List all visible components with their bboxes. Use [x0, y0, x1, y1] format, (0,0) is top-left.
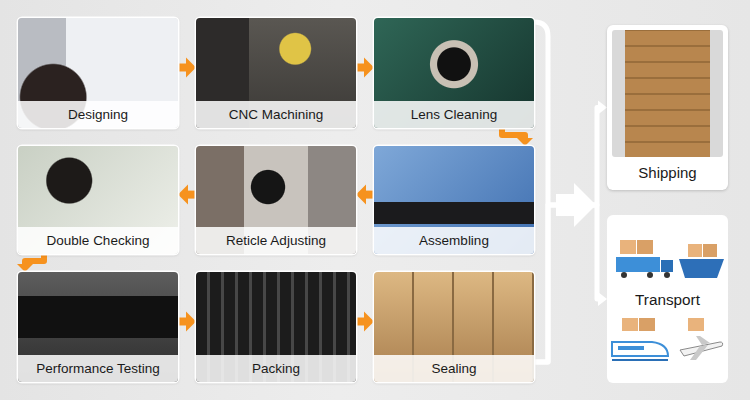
step-label: Designing: [18, 101, 178, 128]
process-photo-box: Designing: [18, 18, 178, 128]
process-photo-box: CNC Machining: [196, 18, 356, 128]
flow-arrow: [17, 254, 44, 272]
flow-arrow: [502, 128, 533, 146]
shipping-panel: Shipping: [607, 25, 728, 190]
arrow-head: [17, 264, 33, 272]
flow-arrow: [356, 58, 374, 78]
arrow-shaft: [502, 128, 525, 139]
arrow-head: [178, 185, 188, 205]
arrow-head: [517, 138, 533, 146]
arrow-head: [186, 312, 196, 332]
arrow-shaft: [178, 318, 187, 326]
arrow-shaft: [25, 254, 44, 265]
step-label: Assembling: [374, 227, 534, 254]
train-icon: [612, 342, 668, 360]
process-photo-box: Performance Testing: [18, 272, 178, 382]
arrow-shaft: [356, 64, 365, 72]
arrow-head: [598, 292, 607, 306]
truck-icon: [616, 240, 673, 278]
flow-arrow: [356, 185, 374, 205]
transport-panel: Transport: [607, 215, 728, 383]
arrow-shaft: [534, 205, 599, 362]
shipping-photo: [612, 30, 723, 157]
arrow-shaft: [187, 191, 196, 199]
flow-arrow: [178, 185, 196, 205]
arrow-shaft: [178, 64, 187, 72]
transport-panel-ground: [607, 215, 728, 383]
step-label: Lens Cleaning: [374, 101, 534, 128]
step-label: CNC Machining: [196, 101, 356, 128]
arrow-head: [186, 58, 196, 78]
ship-icon: [679, 244, 724, 278]
step-label: Transport: [607, 285, 728, 314]
collect-bracket: [534, 22, 548, 205]
step-label: Performance Testing: [18, 355, 178, 382]
arrow-shaft: [365, 191, 374, 199]
flow-arrow: [534, 205, 607, 362]
process-photo-box: Double Checking: [18, 146, 178, 254]
arrow-head: [364, 58, 374, 78]
process-photo-box: Packing: [196, 272, 356, 382]
arrow-head: [356, 185, 366, 205]
step-label: Packing: [196, 355, 356, 382]
arrow-head: [598, 101, 607, 115]
boxes-icon: [622, 318, 704, 331]
flow-arrow: [534, 101, 607, 363]
process-photo-box: Reticle Adjusting: [196, 146, 356, 254]
process-photo-box: Assembling: [374, 146, 534, 254]
flow-arrow: [178, 312, 196, 332]
flow-arrow: [356, 312, 374, 332]
step-label: Sealing: [374, 355, 534, 382]
process-photo-box: Sealing: [374, 272, 534, 382]
plane-icon: [680, 336, 723, 360]
step-label: Reticle Adjusting: [196, 227, 356, 254]
arrow-shaft: [356, 318, 365, 326]
step-label: Shipping: [612, 157, 723, 190]
process-photo-box: Lens Cleaning: [374, 18, 534, 128]
flow-arrow: [178, 58, 196, 78]
step-label: Double Checking: [18, 227, 178, 254]
arrow-shaft: [534, 108, 599, 363]
arrow-head: [364, 312, 374, 332]
